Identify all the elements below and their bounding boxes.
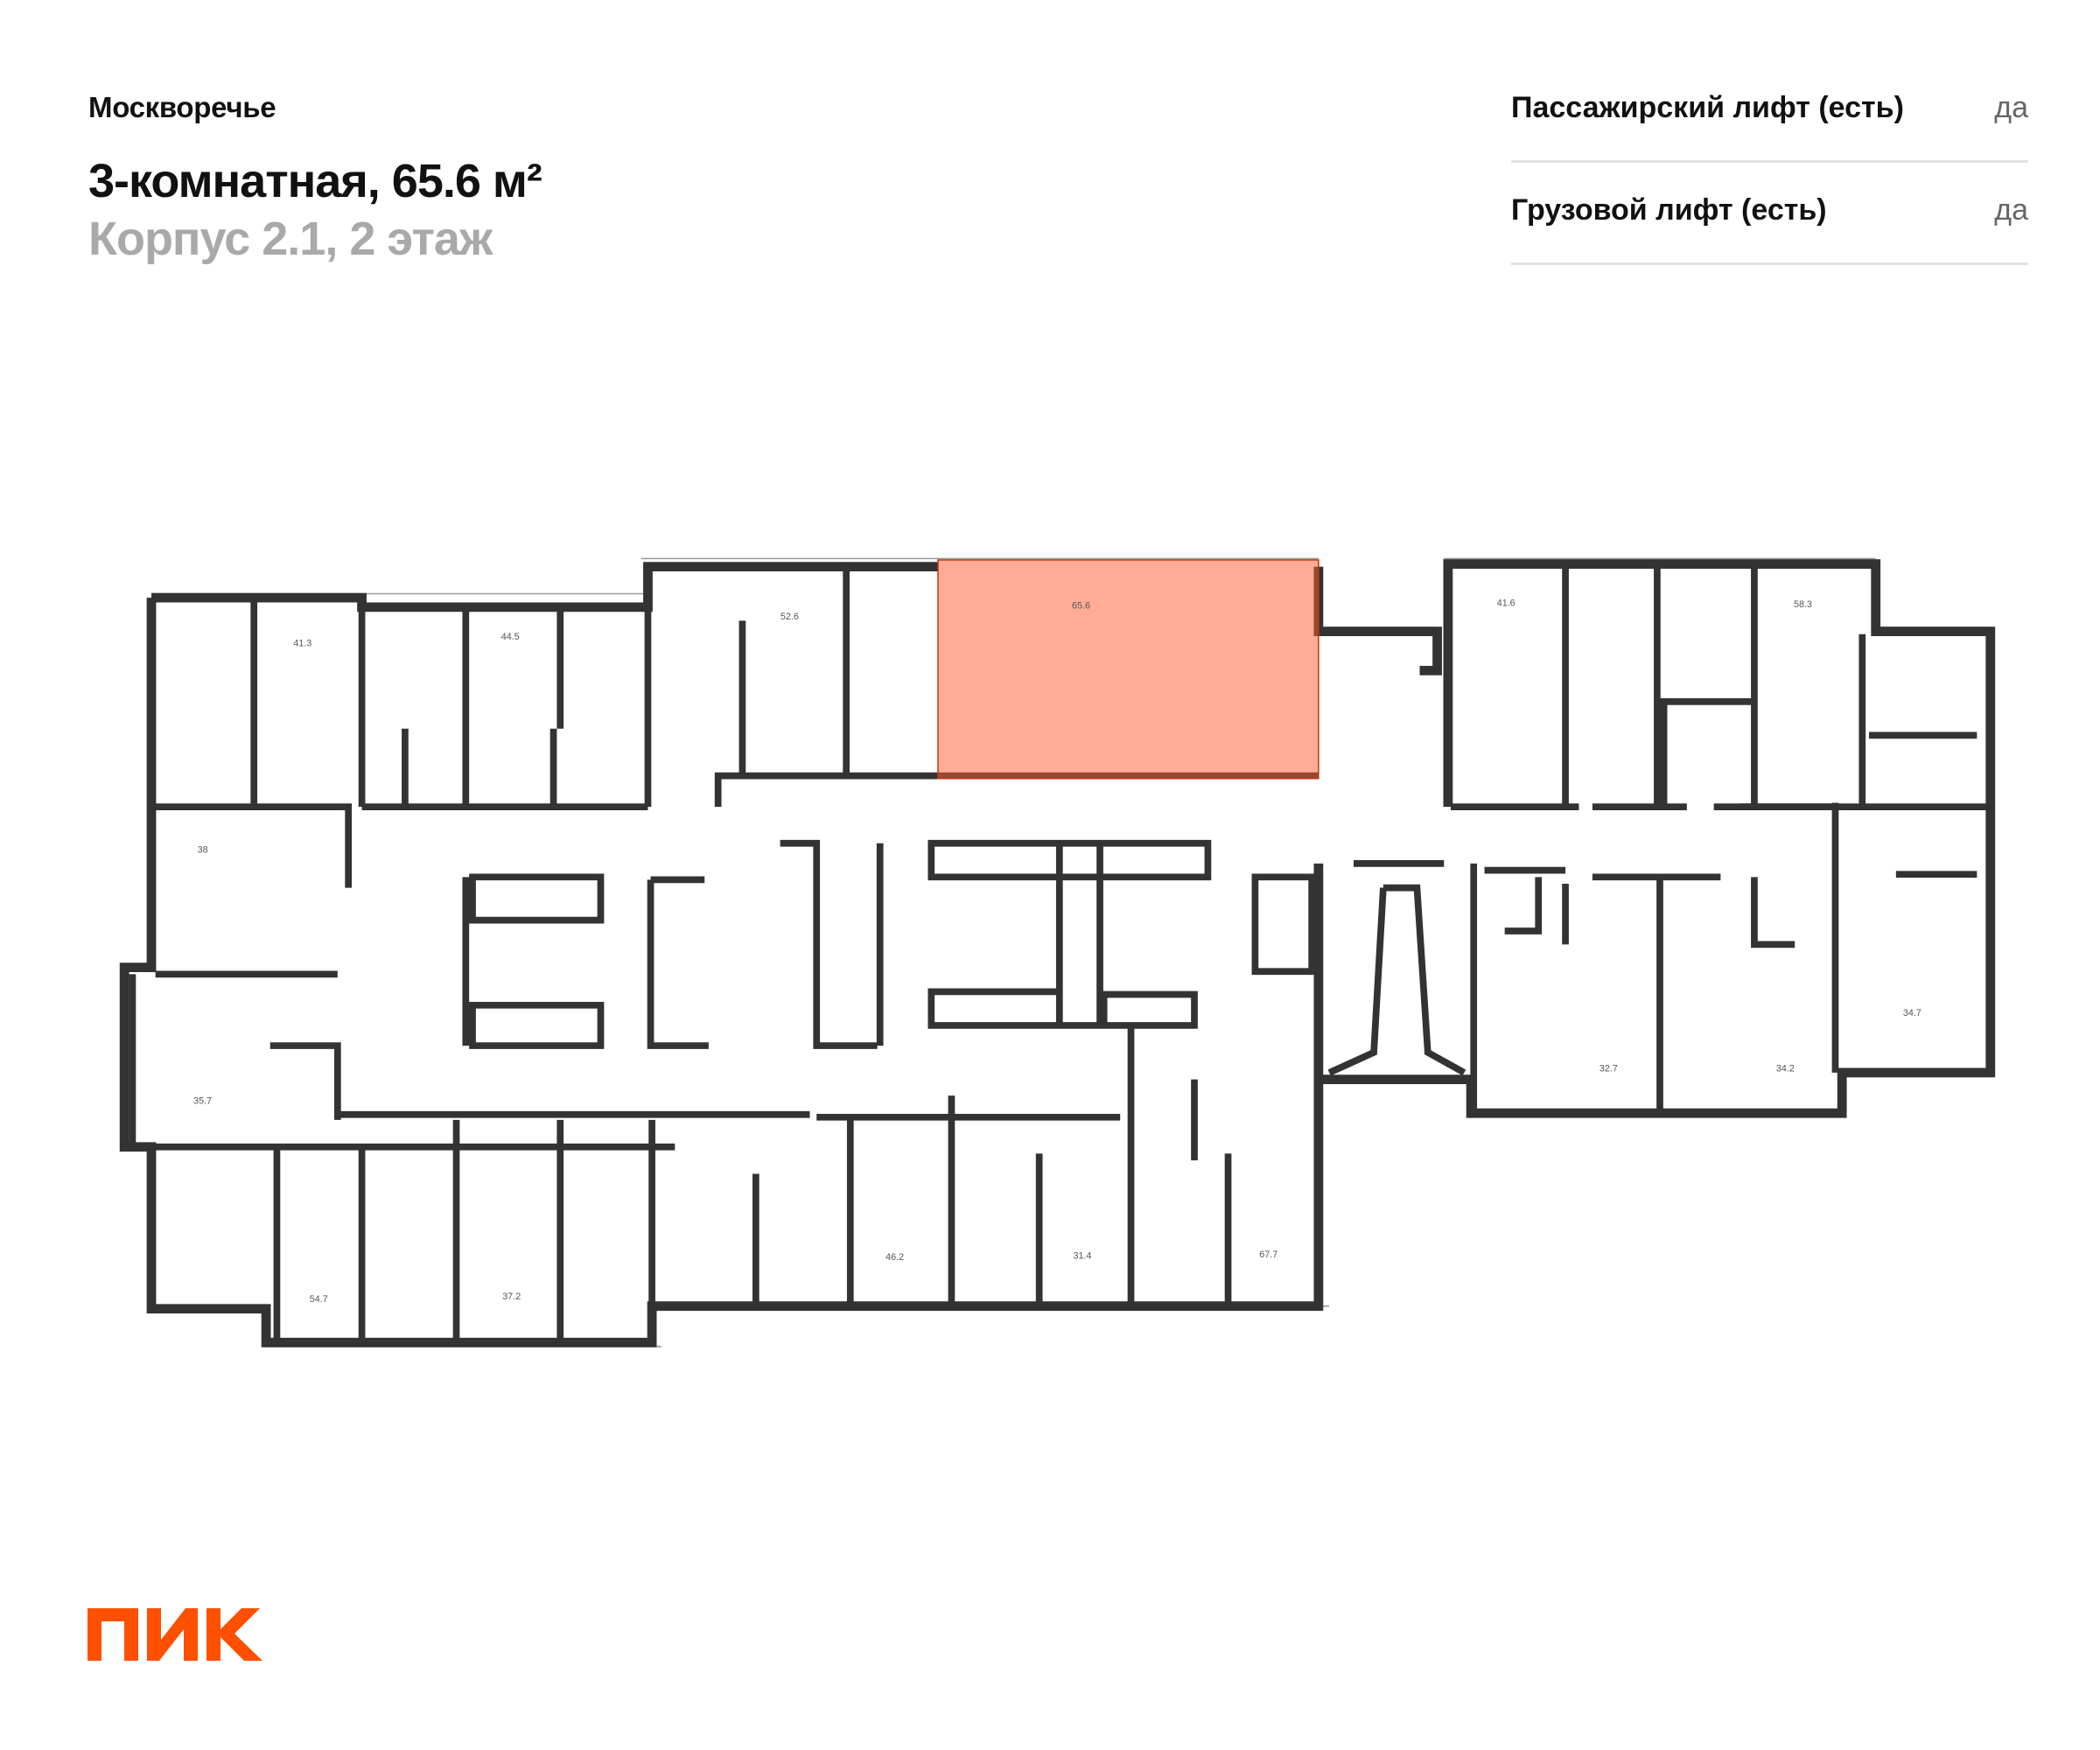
interior-walls: [129, 564, 1991, 1343]
area-label[interactable]: 32.7: [1600, 1063, 1618, 1074]
spec-value: да: [1994, 91, 2028, 124]
area-label[interactable]: 38: [198, 845, 208, 856]
area-label[interactable]: 41.6: [1497, 598, 1516, 608]
area-label[interactable]: 41.3: [293, 639, 312, 649]
area-label[interactable]: 44.5: [501, 632, 520, 642]
project-name: Москворечье: [88, 91, 276, 123]
area-label-selected[interactable]: 65.6: [1072, 600, 1090, 611]
apartment-title: 3-комнатная, 65.6 м²: [88, 155, 542, 207]
spec-label: Пассажирский лифт (есть): [1511, 91, 1904, 124]
selected-apartment-highlight[interactable]: [937, 559, 1320, 780]
area-label[interactable]: 52.6: [780, 612, 799, 622]
spec-label: Грузовой лифт (есть): [1511, 193, 1827, 227]
area-label[interactable]: 37.2: [502, 1292, 521, 1302]
area-label[interactable]: 34.7: [1903, 1008, 1922, 1018]
apartment-area-labels: 41.3 44.5 52.6 65.6 41.6 58.3 38 35.7 54…: [193, 598, 1922, 1305]
building-floor-subtitle: Корпус 2.1, 2 этаж: [88, 213, 493, 265]
area-label[interactable]: 35.7: [193, 1096, 212, 1106]
pik-logo: [88, 1608, 262, 1661]
spec-row-passenger-lift: Пассажирский лифт (есть) да: [1511, 91, 2028, 163]
spec-value: да: [1994, 193, 2028, 227]
area-label[interactable]: 34.2: [1776, 1063, 1795, 1074]
area-label[interactable]: 67.7: [1259, 1250, 1278, 1260]
area-label[interactable]: 58.3: [1794, 599, 1812, 610]
area-label[interactable]: 31.4: [1074, 1251, 1092, 1262]
spec-row-freight-lift: Грузовой лифт (есть) да: [1511, 193, 2028, 265]
area-label[interactable]: 54.7: [310, 1294, 328, 1305]
area-label[interactable]: 46.2: [886, 1252, 904, 1263]
